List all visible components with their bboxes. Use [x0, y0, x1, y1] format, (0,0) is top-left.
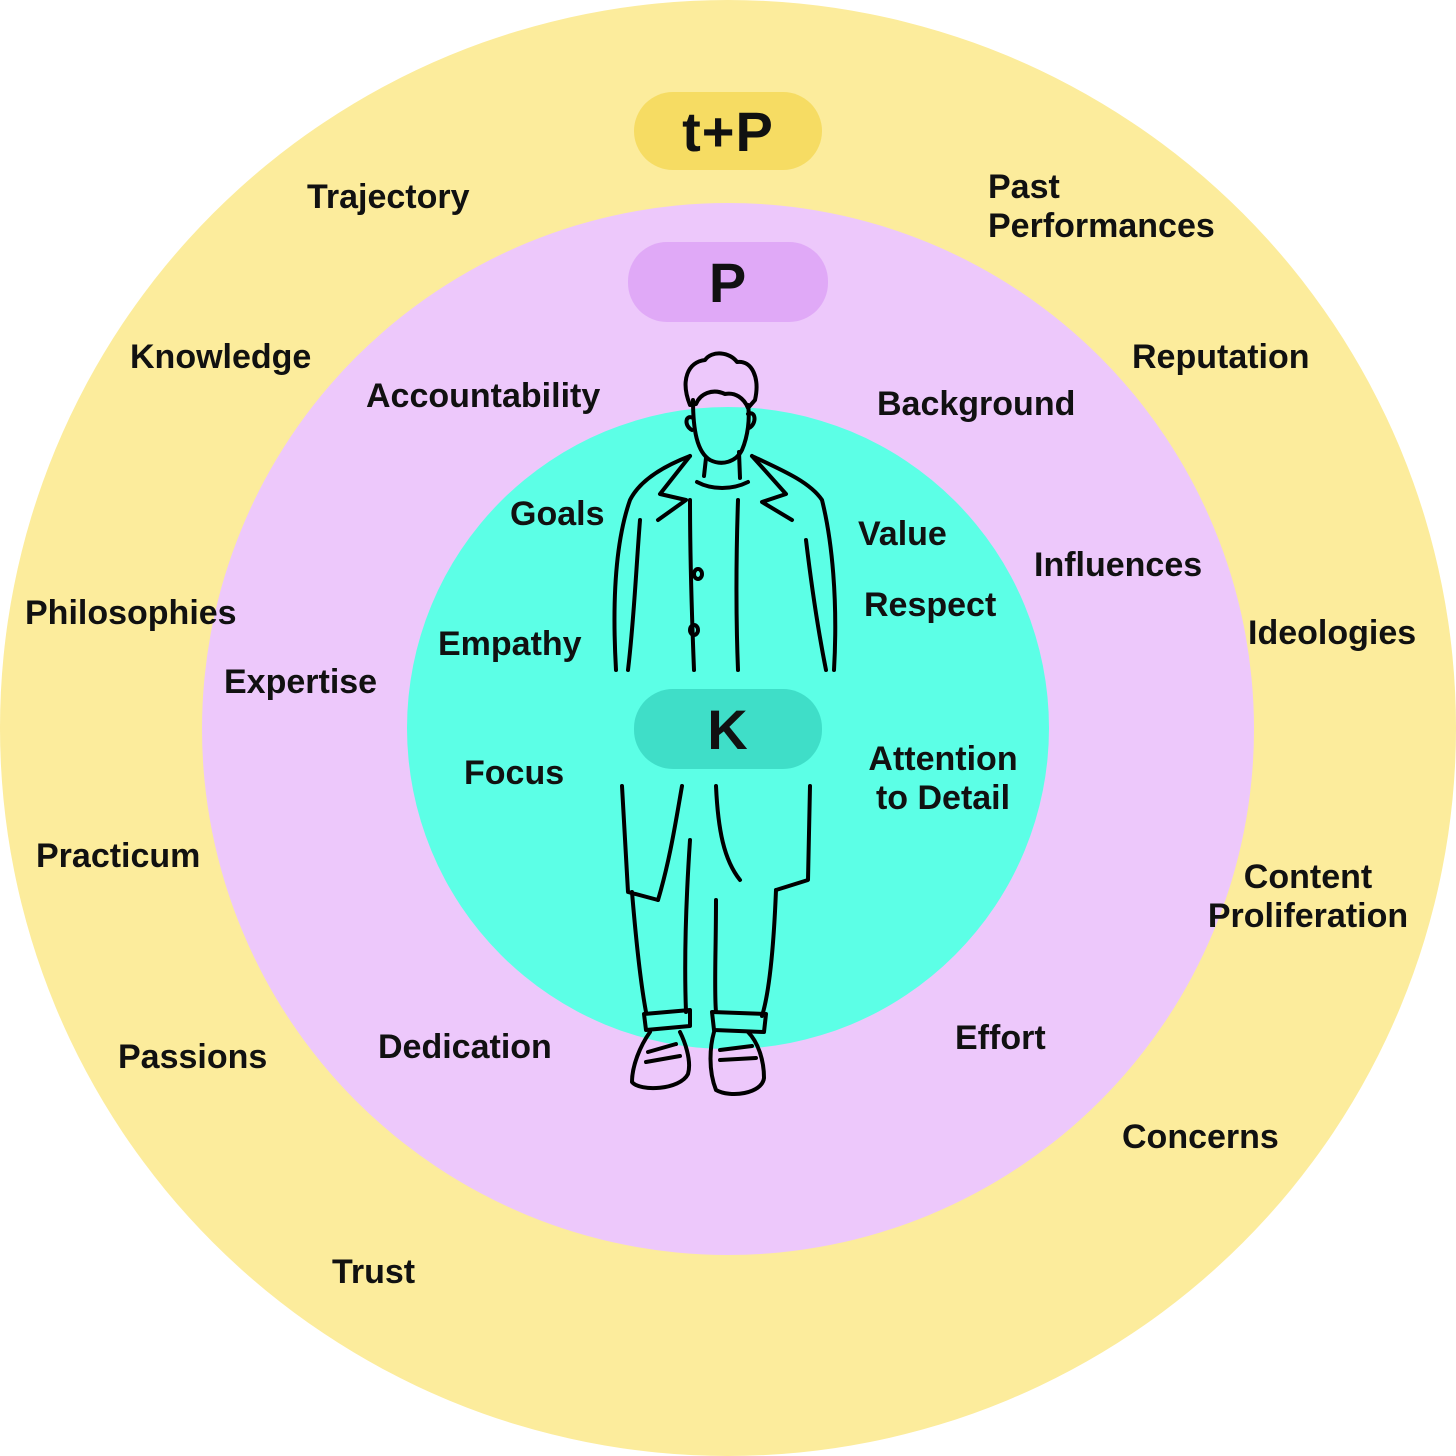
label-practicum: Practicum	[36, 837, 201, 875]
outer-ring-title: t+P	[634, 92, 822, 170]
label-focus: Focus	[464, 754, 565, 792]
label-trust: Trust	[332, 1253, 416, 1291]
label-reputation: Reputation	[1132, 338, 1310, 376]
label-knowledge: Knowledge	[130, 338, 312, 376]
label-dedication: Dedication	[378, 1028, 552, 1066]
label-effort: Effort	[955, 1019, 1046, 1057]
label-philosophies: Philosophies	[25, 594, 237, 632]
label-content-proliferation: Content Proliferation	[1207, 858, 1409, 935]
label-trajectory: Trajectory	[307, 178, 470, 216]
label-value: Value	[858, 515, 947, 553]
middle-ring-title: P	[628, 242, 828, 322]
label-respect: Respect	[864, 586, 997, 624]
label-ideologies: Ideologies	[1248, 614, 1417, 652]
label-accountability: Accountability	[366, 377, 601, 415]
label-goals: Goals	[510, 495, 605, 533]
label-influences: Influences	[1034, 546, 1203, 584]
label-empathy: Empathy	[438, 625, 582, 663]
label-background: Background	[877, 385, 1076, 423]
label-expertise: Expertise	[224, 663, 378, 701]
label-past-performances: Past Performances	[988, 168, 1215, 245]
label-passions: Passions	[118, 1038, 268, 1076]
label-attention-to-detail: Attention to Detail	[868, 740, 1018, 817]
label-concerns: Concerns	[1122, 1118, 1279, 1156]
inner-ring-title: K	[634, 689, 822, 769]
